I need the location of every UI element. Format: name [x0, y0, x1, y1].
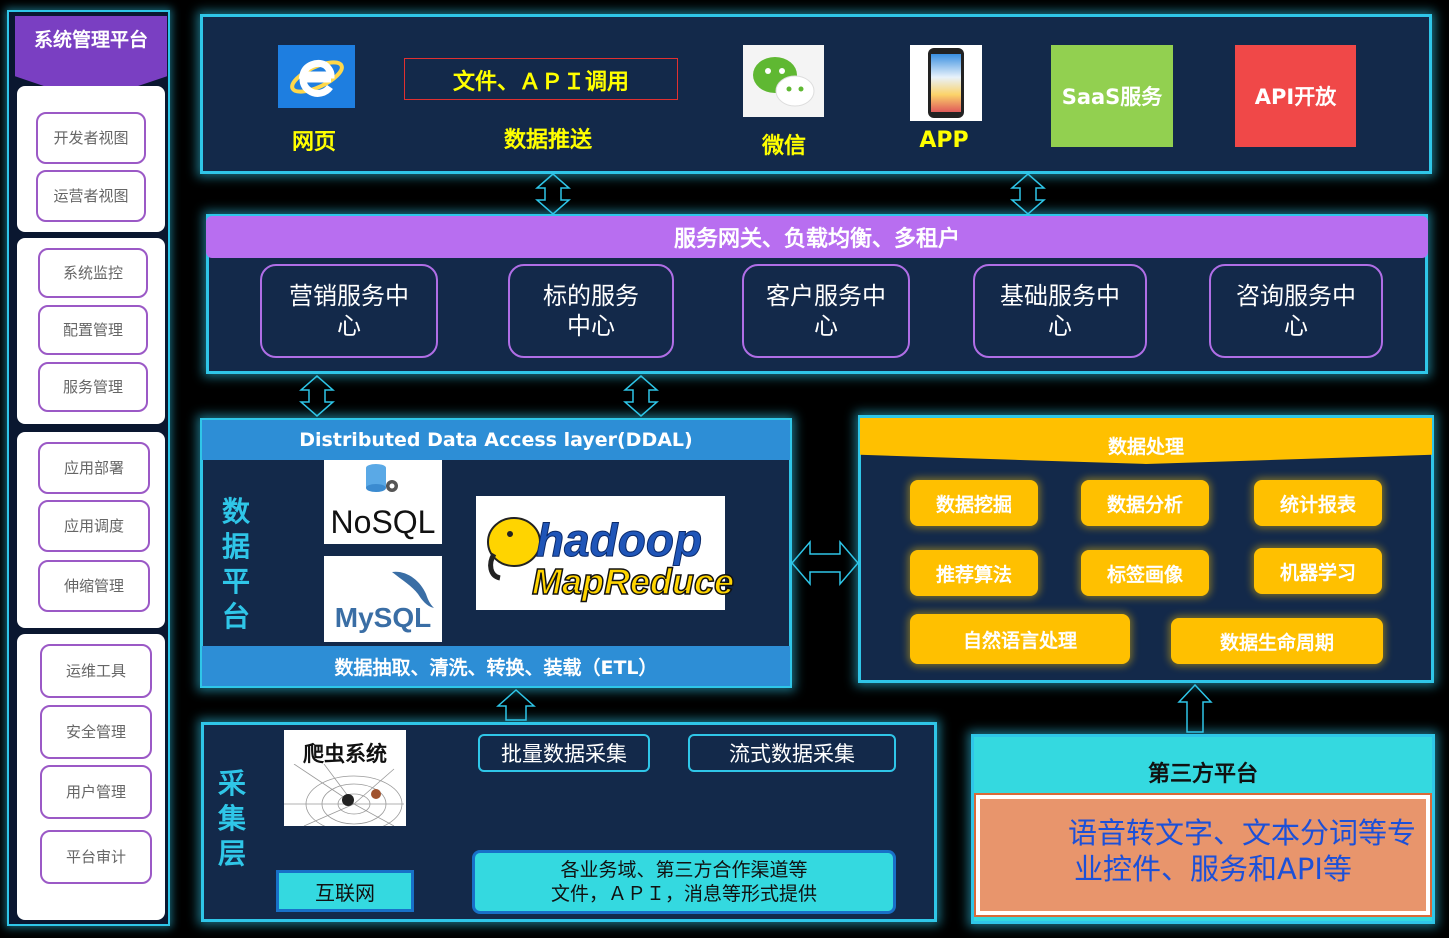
third-party-desc-box: 语音转文字、文本分词等专 业控件、服务和API等	[974, 793, 1432, 917]
sidebar-item-operator-view[interactable]: 运营者视图	[36, 170, 146, 222]
double-arrow-horizontal	[791, 539, 859, 587]
sidebar-item-system-monitor[interactable]: 系统监控	[38, 248, 148, 298]
hadoop-text: hadoop	[535, 514, 703, 566]
gateway-title: 服务网关、负载均衡、多租户	[673, 227, 960, 252]
data-sources-line2: 文件，ＡＰＩ，消息等形式提供	[550, 883, 817, 905]
data-sources-line1: 各业务域、第三方合作渠道等	[560, 859, 808, 881]
etl-bar: 数据抽取、清洗、转换、装载（ETL）	[202, 646, 790, 686]
proc-data-analysis[interactable]: 数据分析	[1081, 480, 1209, 526]
mapreduce-text: MapReduce	[531, 561, 735, 603]
third-party-desc-line2: 业控件、服务和API等	[1074, 852, 1352, 886]
wechat-icon	[743, 45, 824, 117]
sidebar-item-developer-view[interactable]: 开发者视图	[36, 112, 146, 164]
api-open-tile[interactable]: API开放	[1235, 45, 1356, 147]
api-open-label: API开放	[1254, 85, 1337, 109]
file-api-label: 文件、ＡＰＩ调用	[452, 70, 629, 95]
data-push-label: 数据推送	[503, 128, 592, 153]
sidebar-item-deploy[interactable]: 应用部署	[38, 442, 150, 494]
file-api-box	[404, 58, 678, 100]
sidebar-item-service[interactable]: 服务管理	[38, 362, 148, 412]
sidebar-item-ops-tools[interactable]: 运维工具	[40, 644, 152, 698]
service-center-consulting[interactable]: 咨询服务中心	[1209, 264, 1383, 358]
app-phone-icon	[910, 45, 982, 121]
sidebar-item-security[interactable]: 安全管理	[40, 705, 152, 759]
database-gear-icon	[366, 464, 398, 492]
proc-nlp[interactable]: 自然语言处理	[910, 614, 1130, 664]
proc-recommendation[interactable]: 推荐算法	[910, 550, 1038, 596]
channel-app-label: APP	[919, 128, 969, 153]
mysql-text: MySQL	[334, 602, 432, 633]
stream-collection[interactable]: 流式数据采集	[688, 734, 896, 772]
up-arrow-collection	[496, 688, 536, 721]
sidebar-title: 系统管理平台	[33, 29, 148, 51]
channel-wechat-label: 微信	[761, 134, 806, 159]
phone-screen	[931, 54, 961, 112]
ddal-bar: Distributed Data Access layer(DDAL)	[202, 420, 790, 460]
proc-machine-learning[interactable]: 机器学习	[1254, 548, 1382, 594]
sidebar-item-config[interactable]: 配置管理	[38, 305, 148, 355]
third-party-title: 第三方平台	[1147, 762, 1258, 787]
data-platform-label: 数据平台	[221, 495, 250, 633]
elephant-icon	[487, 517, 541, 581]
collection-label: 采集层	[217, 767, 246, 870]
sidebar-item-audit[interactable]: 平台审计	[40, 830, 152, 884]
proc-statistics-report[interactable]: 统计报表	[1254, 480, 1382, 526]
ddal-title: Distributed Data Access layer(DDAL)	[299, 429, 693, 451]
processing-title-bar	[860, 418, 1432, 464]
batch-collection[interactable]: 批量数据采集	[478, 734, 650, 772]
nosql-text: NoSQL	[330, 504, 436, 540]
saas-label: SaaS服务	[1061, 85, 1163, 109]
hadoop-mapreduce-logo: hadoop MapReduce	[476, 496, 735, 610]
internet-label: 互联网	[315, 880, 375, 905]
double-arrow-mid-left	[299, 375, 335, 417]
ie-browser-icon	[278, 45, 355, 108]
double-arrow-top-right	[1010, 173, 1046, 215]
up-arrow-third-party	[1177, 683, 1213, 733]
mysql-logo: MySQL	[324, 556, 442, 642]
etl-title: 数据抽取、清洗、转换、装载（ETL）	[334, 656, 658, 679]
nosql-logo: NoSQL	[324, 460, 442, 544]
channel-web-label: 网页	[291, 130, 336, 155]
service-center-basic[interactable]: 基础服务中心	[973, 264, 1147, 358]
proc-tag-profile[interactable]: 标签画像	[1081, 550, 1209, 596]
proc-data-lifecycle[interactable]: 数据生命周期	[1171, 618, 1383, 664]
saas-tile[interactable]: SaaS服务	[1051, 45, 1173, 147]
internet-box[interactable]: 互联网	[276, 870, 414, 912]
sidebar-item-scaling[interactable]: 伸缩管理	[38, 560, 150, 612]
crawler-title: 爬虫系统	[303, 742, 387, 766]
crawler-logo: 爬虫系统	[284, 730, 406, 826]
phone-body	[928, 48, 964, 118]
double-arrow-top-left	[535, 173, 571, 215]
double-arrow-mid-right	[623, 375, 659, 417]
sidebar-item-users[interactable]: 用户管理	[40, 765, 152, 819]
processing-title: 数据处理	[1107, 436, 1184, 458]
wechat-bubbles-glyph	[753, 57, 815, 107]
proc-data-mining[interactable]: 数据挖掘	[910, 480, 1038, 526]
gateway-title-bar: 服务网关、负载均衡、多租户	[206, 216, 1428, 258]
service-center-marketing[interactable]: 营销服务中心	[260, 264, 438, 358]
data-sources-box[interactable]: 各业务域、第三方合作渠道等 文件，ＡＰＩ，消息等形式提供	[472, 850, 896, 914]
ie-e-glyph	[289, 59, 344, 97]
dolphin-icon	[392, 571, 434, 608]
service-center-target[interactable]: 标的服务中心	[508, 264, 674, 358]
third-party-desc-line1: 语音转文字、文本分词等专	[1068, 816, 1417, 850]
service-center-customer[interactable]: 客户服务中心	[742, 264, 910, 358]
spider-web-icon	[284, 764, 404, 826]
sidebar-item-schedule[interactable]: 应用调度	[38, 500, 150, 552]
